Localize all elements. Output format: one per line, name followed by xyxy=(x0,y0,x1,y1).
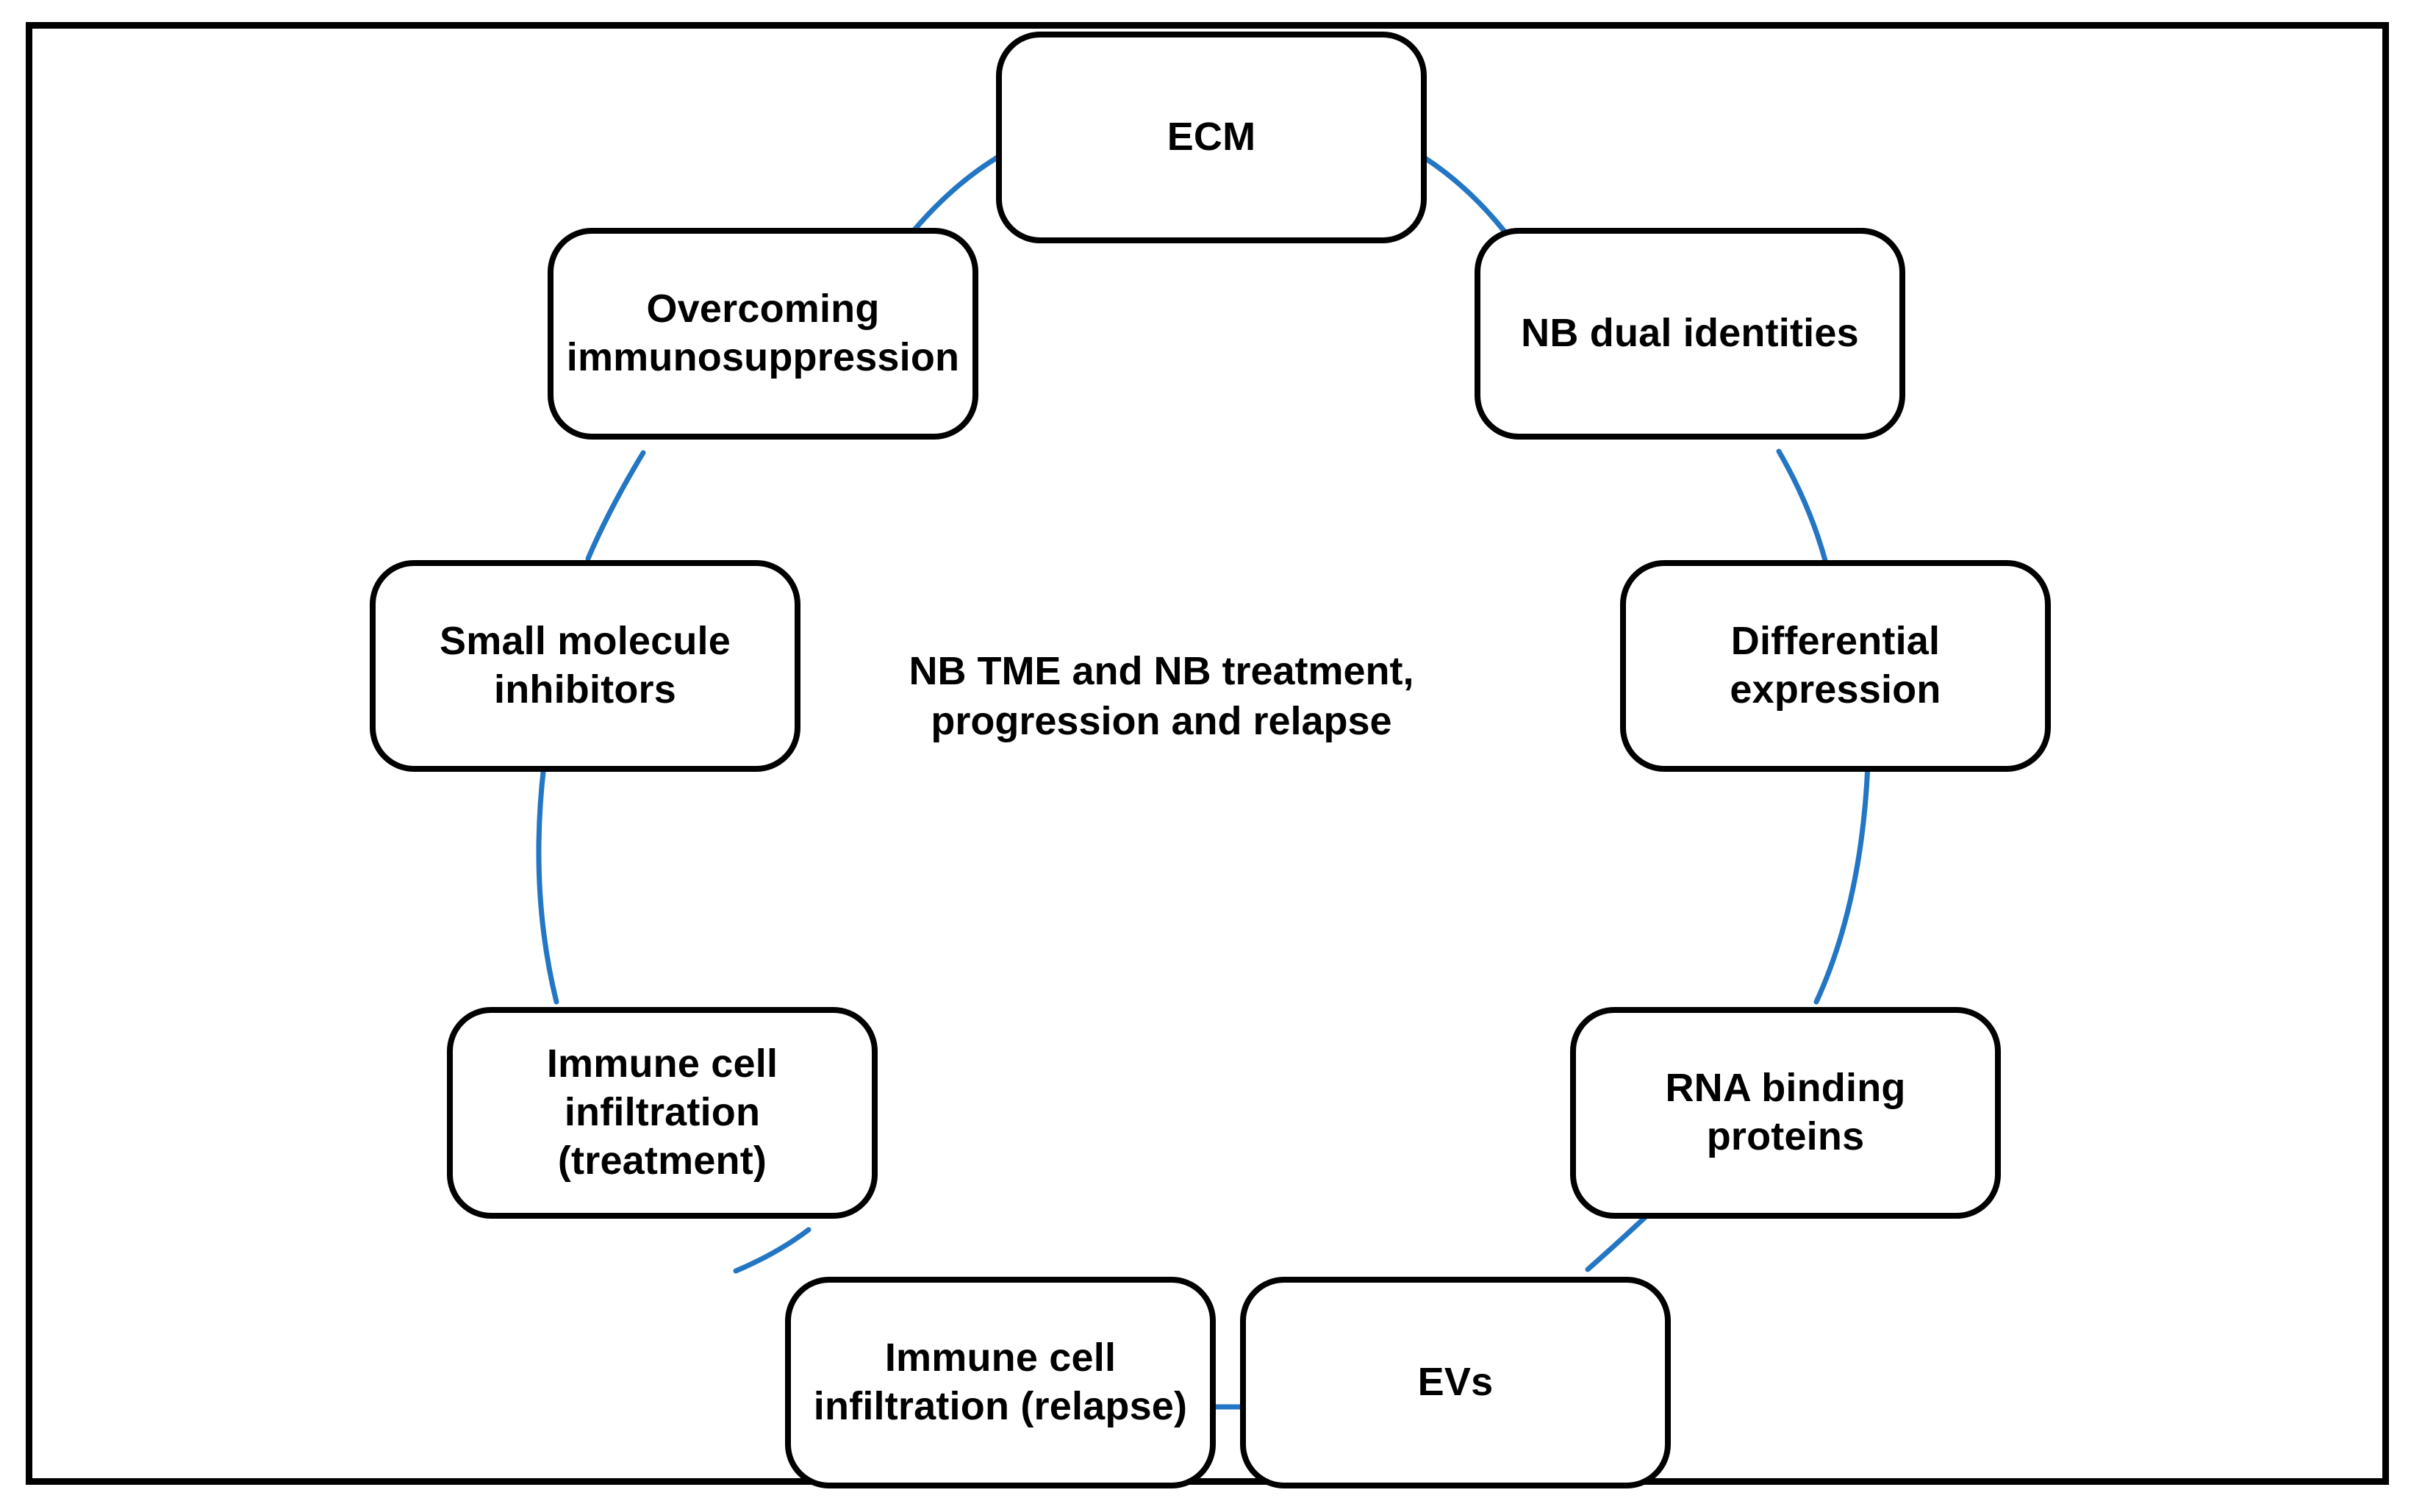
node-rna-binding-proteins[interactable]: RNA binding proteins xyxy=(1570,1007,2001,1219)
node-evs[interactable]: EVs xyxy=(1240,1277,1671,1488)
node-label: ECM xyxy=(1167,115,1256,160)
node-immune-infiltration-relapse[interactable]: Immune cell infiltration (relapse) xyxy=(785,1277,1216,1488)
node-ecm[interactable]: ECM xyxy=(996,32,1427,243)
node-overcoming-immunosuppression[interactable]: Overcoming immunosuppression xyxy=(548,228,978,440)
node-label: NB dual identities xyxy=(1521,311,1859,356)
node-label: Immune cell infiltration (treatment) xyxy=(546,1042,778,1183)
node-differential-expression[interactable]: Differential expression xyxy=(1620,560,2051,772)
node-label: Immune cell infiltration (relapse) xyxy=(813,1336,1188,1428)
node-nb-dual-identities[interactable]: NB dual identities xyxy=(1475,228,1905,440)
center-caption-text: NB TME and NB treatment, progression and… xyxy=(909,649,1414,743)
node-label: Overcoming immunosuppression xyxy=(566,287,960,379)
center-caption: NB TME and NB treatment, progression and… xyxy=(838,647,1485,746)
node-label: Differential expression xyxy=(1730,619,1941,712)
node-small-molecule-inhibitors[interactable]: Small molecule inhibitors xyxy=(370,560,800,772)
node-label: Small molecule inhibitors xyxy=(440,619,731,712)
node-immune-infiltration-treatment[interactable]: Immune cell infiltration (treatment) xyxy=(447,1007,878,1219)
node-label: RNA binding proteins xyxy=(1665,1066,1906,1158)
node-label: EVs xyxy=(1417,1360,1494,1405)
